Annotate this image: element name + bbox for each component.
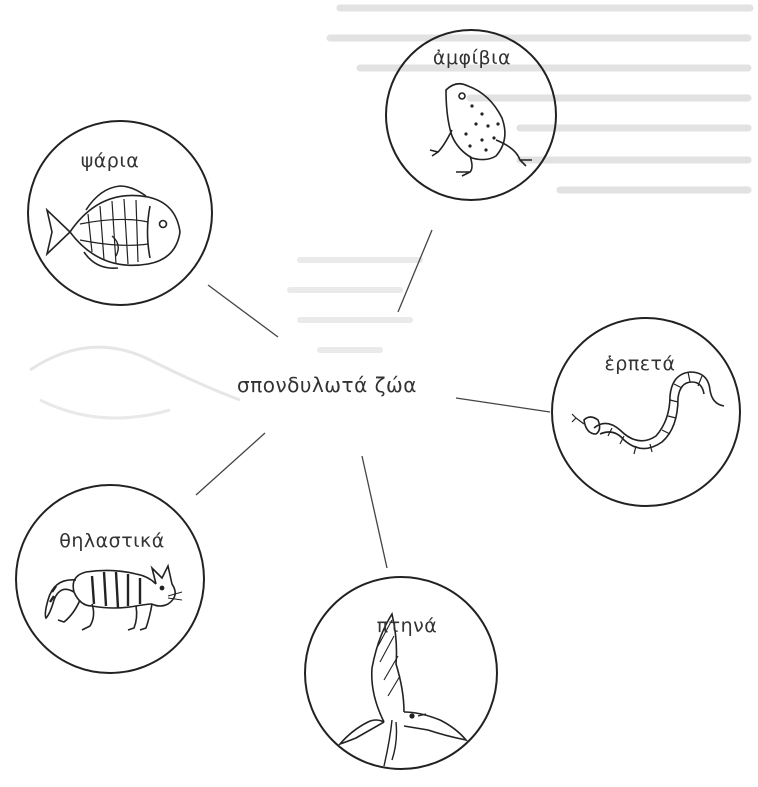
bird-icon (337, 611, 469, 767)
connector-reptiles (455, 397, 551, 413)
node-circle-fish (27, 120, 213, 306)
connector-fish (207, 284, 279, 338)
node-label-reptiles: ἑρπετά (604, 353, 676, 375)
connector-amphibians (397, 229, 433, 313)
node-label-mammals: θηλαστικά (59, 530, 165, 552)
node-label-fish: ψάρια (80, 150, 140, 172)
node-label-amphibians: ἀμφίβια (432, 47, 512, 69)
node-label-birds: πτηνά (376, 615, 438, 637)
connector-mammals (195, 432, 266, 496)
center-label: σπονδυλωτά ζώα (237, 373, 417, 397)
node-circle-reptiles (551, 317, 741, 507)
connector-birds (361, 455, 388, 569)
fish-icon (45, 185, 181, 269)
cat-icon (44, 563, 183, 631)
node-circle-amphibians (385, 29, 557, 201)
node-circle-mammals (15, 484, 205, 674)
node-circle-birds (304, 576, 498, 770)
snake-icon (571, 371, 725, 455)
frog-icon (429, 82, 532, 177)
